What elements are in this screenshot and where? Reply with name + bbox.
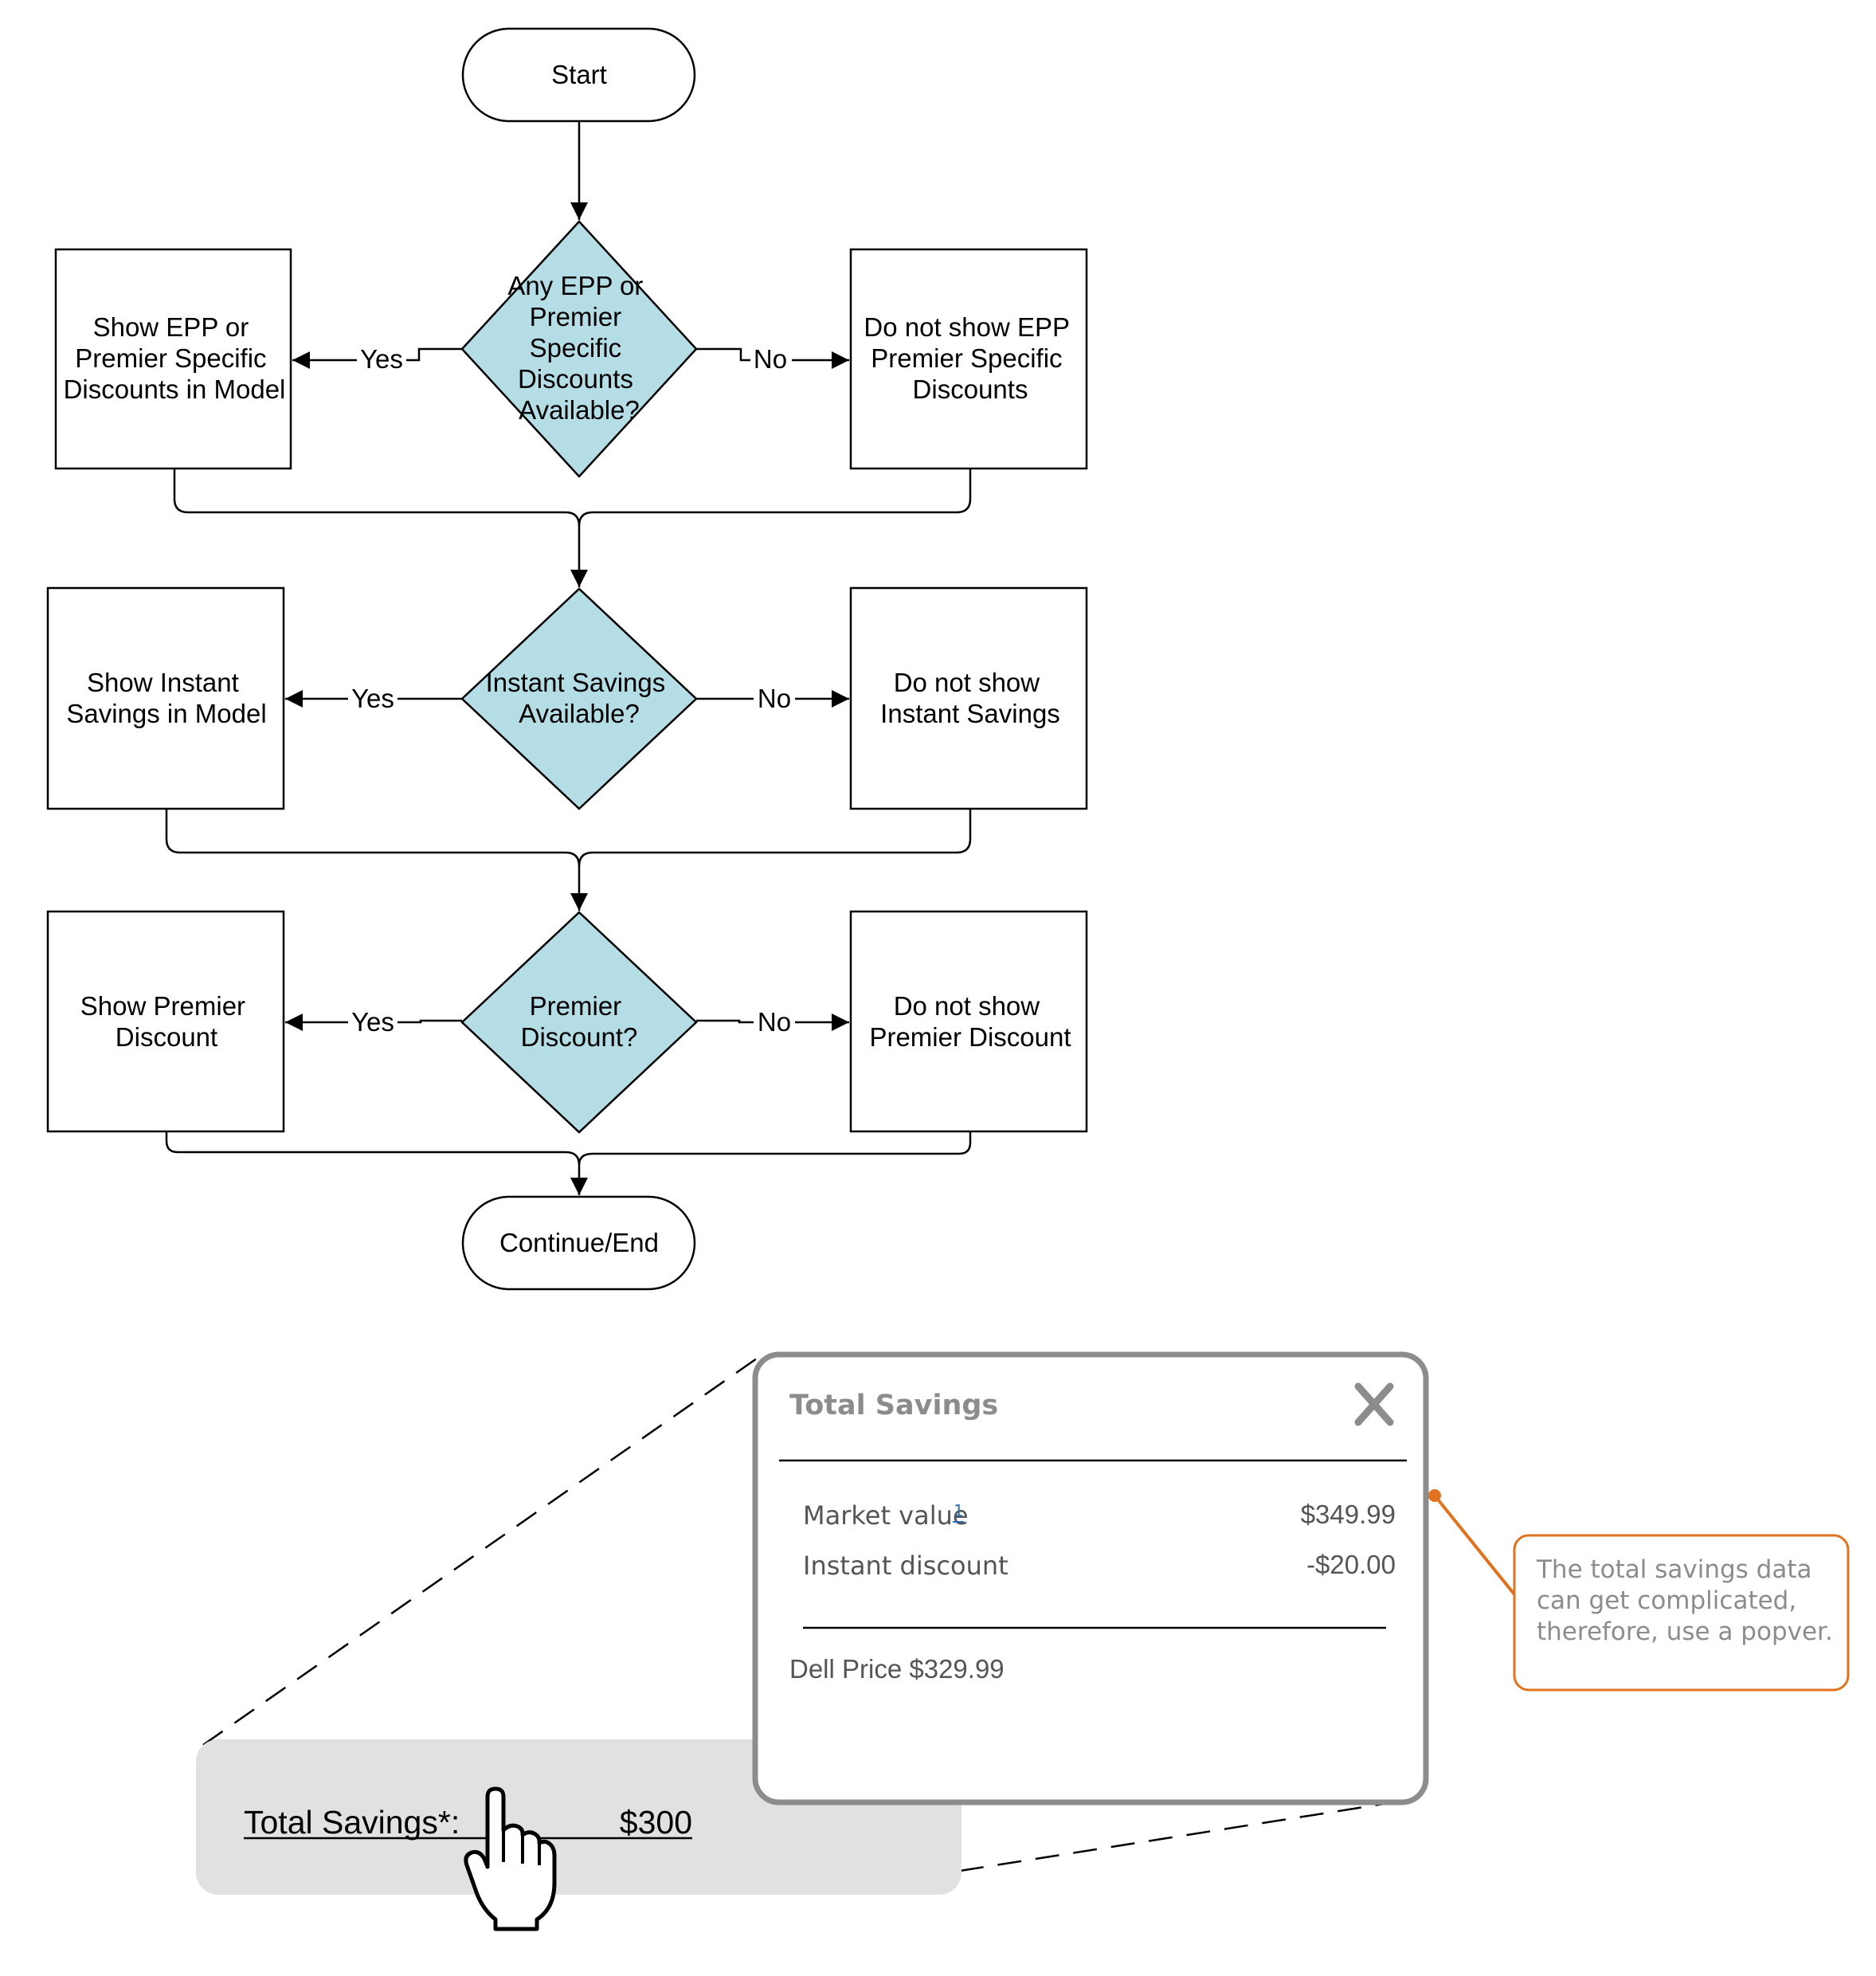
decision-epp-premier: Any EPP or Premier Specific Discounts Av… (460, 220, 698, 478)
annotation-note: The total savings data can get complicat… (1428, 1489, 1850, 1692)
box-no-premier-discount-label: Do not show Premier Discount (869, 991, 1071, 1052)
popover-row-instant-discount: Instant discount -$20.00 (803, 1550, 1396, 1581)
zoom-guide-line-top (202, 1357, 758, 1747)
annotation-text: The total savings data can get complicat… (1536, 1555, 1833, 1646)
box-show-premier-discount-label: Show Premier Discount (80, 991, 253, 1052)
connector-yes-2: Yes (285, 684, 462, 714)
market-value-amount: $349.99 (1301, 1500, 1396, 1529)
no-label-1: No (754, 344, 787, 374)
close-x-icon[interactable] (1354, 1382, 1394, 1426)
decision-epp-premier-label: Any EPP or Premier Specific Discounts Av… (507, 271, 650, 425)
no-label-2: No (758, 684, 791, 713)
merge-connector-3 (165, 1131, 972, 1195)
merge-connector-2 (165, 809, 972, 911)
market-value-footnote-link[interactable]: 1 (954, 1501, 964, 1520)
box-no-epp-premier-label: Do not show EPP Premier Specific Discoun… (864, 312, 1076, 404)
yes-label-2: Yes (351, 684, 394, 713)
hand-pointer-icon (464, 1786, 557, 1931)
decision-premier-discount: Premier Discount? (460, 911, 698, 1134)
total-savings-label[interactable]: Total Savings*: (244, 1804, 460, 1841)
connector-yes-1: Yes (292, 344, 462, 374)
end-terminal: Continue/End (461, 1195, 696, 1291)
start-terminal: Start (461, 27, 696, 123)
connector-no-1: No (696, 344, 849, 374)
decision-instant-savings: Instant Savings Available? (460, 587, 698, 810)
zoom-guide-line-bottom (959, 1801, 1395, 1872)
start-label: Start (551, 60, 607, 89)
popover-title: Total Savings (789, 1390, 998, 1421)
annotation-connector (1433, 1494, 1519, 1600)
box-show-instant-savings-label: Show Instant Savings in Model (66, 668, 266, 728)
merge-connector-1 (173, 469, 972, 587)
yes-label-1: Yes (360, 344, 403, 374)
box-no-instant-savings: Do not show Instant Savings (849, 586, 1088, 810)
box-show-epp-premier: Show EPP or Premier Specific Discounts i… (54, 248, 292, 470)
annotation-anchor-dot (1428, 1489, 1441, 1502)
popover-row-market-value: Market value 1 $349.99 (803, 1500, 1396, 1531)
total-savings-value: $300 (620, 1804, 692, 1841)
box-show-premier-discount: Show Premier Discount (46, 910, 285, 1133)
instant-discount-amount: -$20.00 (1306, 1550, 1396, 1579)
box-no-instant-savings-label: Do not show Instant Savings (880, 668, 1060, 728)
box-show-instant-savings: Show Instant Savings in Model (46, 586, 285, 810)
box-no-premier-discount: Do not show Premier Discount (849, 910, 1088, 1133)
yes-label-3: Yes (351, 1007, 394, 1037)
no-label-3: No (758, 1007, 791, 1037)
connector-no-3: No (696, 1007, 849, 1037)
connector-yes-3: Yes (285, 1007, 462, 1037)
box-show-epp-premier-label: Show EPP or Premier Specific Discounts i… (64, 312, 286, 404)
dell-price-text: Dell Price $329.99 (789, 1654, 1005, 1684)
connector-no-2: No (696, 684, 849, 714)
instant-discount-label: Instant discount (803, 1551, 1008, 1581)
decision-instant-savings-label: Instant Savings Available? (486, 668, 673, 728)
market-value-label: Market value (803, 1500, 969, 1531)
box-no-epp-premier: Do not show EPP Premier Specific Discoun… (849, 248, 1088, 470)
decision-premier-discount-label: Premier Discount? (521, 991, 638, 1052)
total-savings-popover: Total Savings Market value 1 $349.99 Ins… (752, 1351, 1429, 1805)
end-label: Continue/End (499, 1228, 659, 1257)
